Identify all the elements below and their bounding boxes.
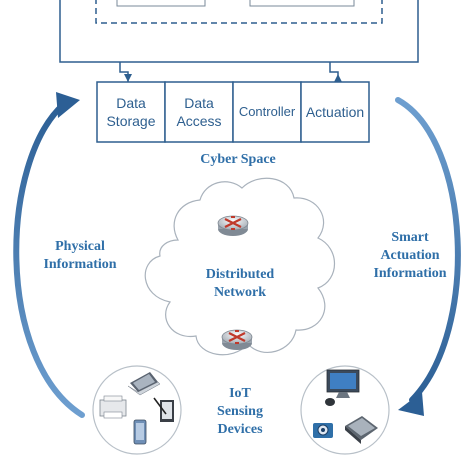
- distributed-network-cloud: [144, 177, 335, 356]
- controller-box: Controller: [238, 104, 296, 119]
- camera-icon: [313, 423, 333, 438]
- distributed-network-label: Distributed Network: [205, 267, 275, 300]
- iot-devices-right: [300, 365, 390, 455]
- cyber-space-label: Cyber Space: [200, 152, 276, 167]
- data-storage-box: Data Storage: [106, 95, 156, 129]
- mouse-icon: [325, 398, 335, 406]
- router-icon: [217, 215, 249, 236]
- scanner-icon: [345, 416, 378, 444]
- smart-actuation-label: Smart Actuation Information: [373, 230, 447, 281]
- physical-information-arrow: [13, 92, 85, 418]
- data-access-box: Data Access: [176, 95, 222, 129]
- phone-icon: [133, 419, 147, 445]
- actuation-box: Actuation: [305, 104, 365, 120]
- iot-devices-left: [92, 365, 182, 455]
- container-connectors: [119, 62, 342, 82]
- monitor-icon: [326, 369, 360, 398]
- cyber-boxes: [96, 81, 370, 143]
- laptop-icon: [127, 372, 161, 396]
- top-container: [59, 0, 419, 63]
- tablet-icon: [153, 397, 174, 422]
- printer-icon: [99, 395, 127, 419]
- router-icon: [221, 329, 253, 350]
- physical-information-label: Physical Information: [43, 239, 117, 272]
- smart-actuation-arrow: [395, 97, 461, 416]
- iot-sensing-devices-label: IoT Sensing Devices: [217, 386, 263, 437]
